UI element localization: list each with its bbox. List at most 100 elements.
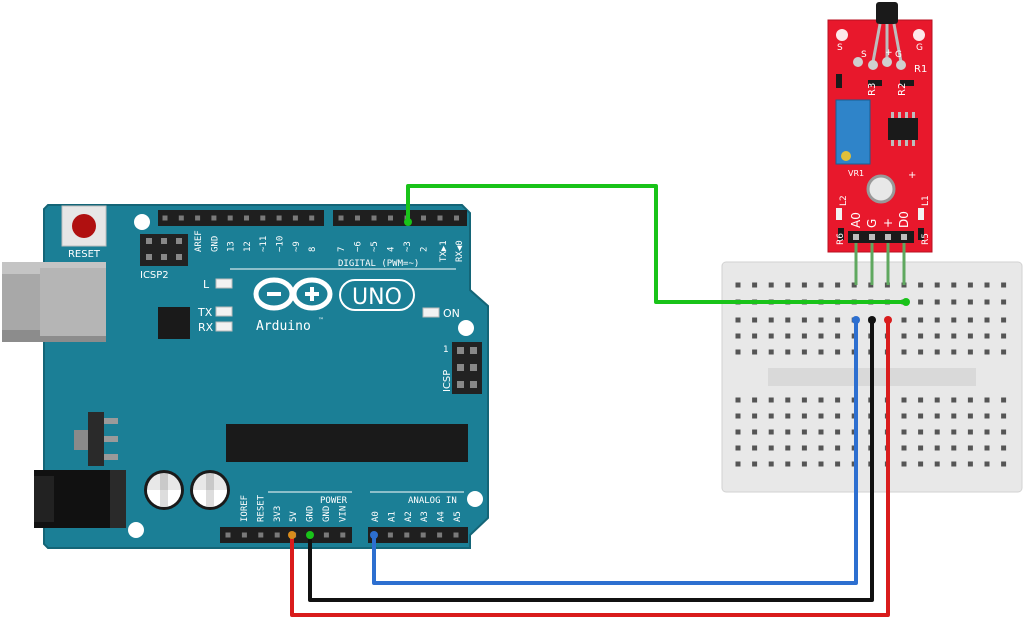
breadboard-hole[interactable] [768, 317, 774, 323]
breadboard-hole[interactable] [735, 445, 741, 451]
breadboard-hole[interactable] [934, 413, 940, 419]
breadboard-hole[interactable] [785, 282, 791, 288]
breadboard-hole[interactable] [1001, 282, 1007, 288]
breadboard-hole[interactable] [918, 317, 924, 323]
header-pin[interactable] [260, 215, 266, 221]
breadboard-hole[interactable] [967, 397, 973, 403]
breadboard-hole[interactable] [984, 317, 990, 323]
breadboard-hole[interactable] [984, 349, 990, 355]
breadboard-hole[interactable] [835, 429, 841, 435]
breadboard-hole[interactable] [1001, 413, 1007, 419]
header-pin[interactable] [355, 215, 360, 221]
breadboard-hole[interactable] [768, 413, 774, 419]
breadboard-hole[interactable] [901, 429, 907, 435]
breadboard-hole[interactable] [801, 461, 807, 467]
breadboard-hole[interactable] [967, 349, 973, 355]
header-pin[interactable] [421, 215, 426, 221]
breadboard-hole[interactable] [901, 413, 907, 419]
breadboard-hole[interactable] [785, 349, 791, 355]
breadboard-hole[interactable] [984, 282, 990, 288]
breadboard-hole[interactable] [785, 413, 791, 419]
header-pin[interactable] [371, 215, 377, 221]
breadboard-hole[interactable] [918, 282, 924, 288]
breadboard-hole[interactable] [768, 282, 774, 288]
header-pin[interactable] [437, 215, 443, 221]
breadboard-hole[interactable] [967, 317, 973, 323]
breadboard-hole[interactable] [1001, 349, 1007, 355]
header-pin[interactable] [225, 532, 231, 538]
breadboard-hole[interactable] [918, 397, 924, 403]
breadboard-hole[interactable] [801, 333, 807, 339]
breadboard-hole[interactable] [835, 349, 841, 355]
header-pin[interactable] [244, 215, 249, 221]
header-pin[interactable] [292, 215, 298, 221]
breadboard-hole[interactable] [735, 413, 741, 419]
breadboard-hole[interactable] [984, 461, 990, 467]
breadboard-hole[interactable] [1001, 429, 1007, 435]
breadboard-hole[interactable] [918, 349, 924, 355]
breadboard-hole[interactable] [818, 445, 824, 451]
breadboard-hole[interactable] [785, 333, 791, 339]
breadboard-hole[interactable] [752, 349, 758, 355]
breadboard-hole[interactable] [934, 461, 940, 467]
breadboard-hole[interactable] [984, 445, 990, 451]
breadboard-hole[interactable] [984, 413, 990, 419]
breadboard-hole[interactable] [785, 317, 791, 323]
breadboard-hole[interactable] [1001, 317, 1007, 323]
breadboard-hole[interactable] [967, 299, 973, 305]
breadboard-hole[interactable] [818, 317, 824, 323]
breadboard-hole[interactable] [752, 429, 758, 435]
breadboard-hole[interactable] [735, 429, 741, 435]
breadboard-hole[interactable] [984, 333, 990, 339]
breadboard-hole[interactable] [951, 413, 957, 419]
breadboard-hole[interactable] [835, 461, 841, 467]
breadboard-hole[interactable] [984, 429, 990, 435]
breadboard-hole[interactable] [967, 282, 973, 288]
breadboard-hole[interactable] [768, 397, 774, 403]
breadboard-hole[interactable] [818, 429, 824, 435]
breadboard-hole[interactable] [967, 445, 973, 451]
breadboard-hole[interactable] [785, 445, 791, 451]
breadboard-hole[interactable] [901, 333, 907, 339]
breadboard-hole[interactable] [818, 397, 824, 403]
breadboard-hole[interactable] [901, 397, 907, 403]
breadboard-hole[interactable] [951, 299, 957, 305]
breadboard-hole[interactable] [1001, 445, 1007, 451]
breadboard-hole[interactable] [752, 461, 758, 467]
breadboard-hole[interactable] [934, 429, 940, 435]
header-pin[interactable] [195, 215, 201, 221]
breadboard-hole[interactable] [1001, 299, 1007, 305]
breadboard-hole[interactable] [785, 429, 791, 435]
header-pin[interactable] [241, 532, 247, 538]
breadboard-hole[interactable] [752, 333, 758, 339]
breadboard-hole[interactable] [752, 282, 758, 288]
breadboard-hole[interactable] [901, 317, 907, 323]
breadboard-hole[interactable] [768, 461, 774, 467]
breadboard-hole[interactable] [801, 445, 807, 451]
breadboard-hole[interactable] [835, 317, 841, 323]
breadboard-hole[interactable] [967, 429, 973, 435]
breadboard-hole[interactable] [835, 397, 841, 403]
header-pin[interactable] [387, 532, 393, 538]
breadboard-hole[interactable] [752, 397, 758, 403]
breadboard-hole[interactable] [851, 282, 857, 288]
breadboard-hole[interactable] [934, 299, 940, 305]
breadboard-hole[interactable] [1001, 397, 1007, 403]
breadboard-hole[interactable] [967, 333, 973, 339]
breadboard-hole[interactable] [918, 429, 924, 435]
breadboard-hole[interactable] [835, 413, 841, 419]
header-pin[interactable] [211, 215, 217, 221]
breadboard-hole[interactable] [785, 397, 791, 403]
breadboard-hole[interactable] [752, 413, 758, 419]
header-pin[interactable] [453, 532, 459, 538]
header-pin[interactable] [338, 215, 344, 221]
header-pin[interactable] [420, 532, 426, 538]
breadboard-hole[interactable] [951, 445, 957, 451]
breadboard-hole[interactable] [918, 461, 924, 467]
header-pin[interactable] [454, 215, 459, 221]
header-pin[interactable] [274, 532, 280, 538]
breadboard-hole[interactable] [818, 413, 824, 419]
breadboard-hole[interactable] [1001, 333, 1007, 339]
breadboard-hole[interactable] [735, 282, 741, 288]
header-pin[interactable] [178, 215, 184, 221]
